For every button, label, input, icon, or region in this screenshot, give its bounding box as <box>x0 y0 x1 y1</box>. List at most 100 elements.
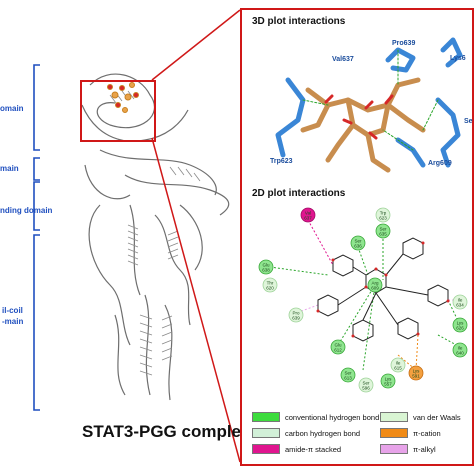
legend-swatch-chbond <box>252 428 280 438</box>
residue-number-glu612: 612 <box>334 348 342 353</box>
residue-number-lys557: 557 <box>384 382 392 387</box>
legend-swatch-hbond <box>252 412 280 422</box>
legend-item-pication: π-cation <box>380 428 441 438</box>
residue-bubble-ile640 <box>452 342 468 358</box>
domain-label-4: il-coil <box>2 306 23 315</box>
legend-label-alkyl: π-alkyl <box>413 444 436 454</box>
title-2d: 2D plot interactions <box>252 188 346 199</box>
residue-val: Val637 <box>300 207 316 223</box>
legend-label-vdw: van der Waals <box>413 412 461 422</box>
complex-title: STAT3-PGG complex <box>82 422 251 441</box>
residue-name-arg609: Arg <box>371 281 379 286</box>
residue-name-lys591: Lys <box>413 369 421 374</box>
res3d-se: Se <box>464 118 473 125</box>
residue-number-ser613: 613 <box>344 376 352 381</box>
residue-number-arg609: 609 <box>371 286 379 291</box>
residue-number-thr620: 620 <box>266 286 274 291</box>
residue-bubble-ser596 <box>358 377 374 393</box>
interaction-panel: 3D plot interactions <box>240 8 474 466</box>
residue-bubble-lys591 <box>408 365 424 381</box>
residue-name-ser636: Ser <box>354 239 362 244</box>
ligand-cluster <box>107 82 139 113</box>
protein-structure-image <box>81 73 230 401</box>
legend-item-chbond: carbon hydrogen bond <box>252 428 360 438</box>
legend-item-hbond: conventional hydrogen bond <box>252 412 379 422</box>
residue-bubble-ser636 <box>350 235 366 251</box>
res3d-lys6: Lys6 <box>450 55 466 62</box>
residue-bubble-pro639 <box>288 307 304 323</box>
legend-swatch-vdw <box>380 412 408 422</box>
residue-name-ser635: Ser <box>379 227 387 232</box>
legend-item-vdw: van der Waals <box>380 412 461 422</box>
domain-label-2: main <box>0 164 19 173</box>
title-3d: 3D plot interactions <box>252 16 346 27</box>
legend: conventional hydrogen bond van der Waals… <box>246 408 472 464</box>
residue-number-trp: 623 <box>379 216 387 221</box>
domain-label-3: nding domain <box>0 206 53 215</box>
legend-label-hbond: conventional hydrogen bond <box>285 412 380 422</box>
residue-bubble-ser613 <box>340 367 356 383</box>
residue-bubble-arg609 <box>367 277 383 293</box>
interaction-diagram-2d: Trp623Val637Ser636Ser635Glu638Thr620Pro6… <box>258 207 468 393</box>
domain-brackets <box>33 64 40 411</box>
legend-label-pication: π-cation <box>413 428 441 438</box>
residue-bubble-lys626 <box>452 317 468 333</box>
residue-bubble-ser635 <box>375 223 391 239</box>
residue-name-thr620: Thr <box>267 281 274 286</box>
zoom-box <box>80 80 156 142</box>
residue-number-ile615: 615 <box>394 366 402 371</box>
residue-bubble-lys557 <box>380 373 396 389</box>
residue-name-ile615: Ile <box>396 361 401 366</box>
residue-name-val: Val <box>305 211 311 216</box>
residue-number-glu638: 638 <box>262 268 270 273</box>
residue-name-glu638: Glu <box>262 263 270 268</box>
residue-number-ser596: 596 <box>362 386 370 391</box>
stick-model-3d <box>275 37 463 173</box>
residue-name-glu612: Glu <box>334 343 342 348</box>
res3d-pro639: Pro639 <box>392 40 416 47</box>
res3d-arg609: Arg609 <box>428 160 452 167</box>
residue-name-lys557: Lys <box>385 377 393 382</box>
residue-number-ser636: 636 <box>354 244 362 249</box>
residue-pro639: Pro639 <box>288 307 304 323</box>
residue-bubble-glu638 <box>258 259 274 275</box>
residue-bubble-val <box>300 207 316 223</box>
legend-item-amide: amide-π stacked <box>252 444 341 454</box>
legend-label-amide: amide-π stacked <box>285 444 342 454</box>
residue-number-ile634: 634 <box>456 303 464 308</box>
residue-bubble-ile634 <box>452 294 468 310</box>
residue-name-ile640: Ile <box>458 346 463 351</box>
residue-number-ile640: 640 <box>456 351 464 356</box>
residue-name-lys626: Lys <box>457 321 465 326</box>
residue-number-lys626: 626 <box>456 326 464 331</box>
residue-bubble-ile615 <box>390 357 406 373</box>
residue-name-trp: Trp <box>380 211 387 216</box>
residue-bubble-thr620 <box>262 277 278 293</box>
legend-item-alkyl: π-alkyl <box>380 444 436 454</box>
domain-label-1: omain <box>0 104 24 113</box>
legend-swatch-amide <box>252 444 280 454</box>
residue-bubble-trp <box>375 207 391 223</box>
residue-number-val: 637 <box>304 216 312 221</box>
domain-label-5: -main <box>2 317 24 326</box>
residue-arg609: Arg609 <box>367 277 383 293</box>
res3d-trp623: Trp623 <box>270 158 293 165</box>
legend-swatch-pication <box>380 428 408 438</box>
res3d-val637: Val637 <box>332 56 354 63</box>
residue-number-lys591: 591 <box>412 374 420 379</box>
legend-label-chbond: carbon hydrogen bond <box>285 428 361 438</box>
residue-name-ser613: Ser <box>344 371 352 376</box>
residue-name-ser596: Ser <box>362 381 370 386</box>
residue-name-pro639: Pro <box>292 311 300 316</box>
